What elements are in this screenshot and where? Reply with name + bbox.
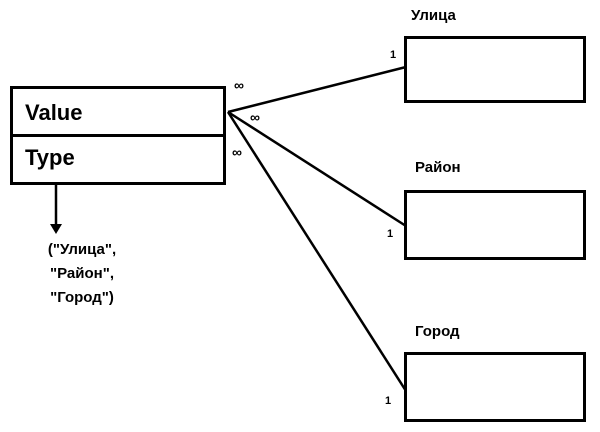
type-values-line-1: ("Улица", xyxy=(47,241,117,258)
type-values-line-3: "Город") xyxy=(50,289,114,306)
connector-city xyxy=(226,111,408,392)
entity-box-district xyxy=(404,190,586,260)
multiplicity-one-district: 1 xyxy=(387,228,394,240)
multiplicity-many-district: ∞ xyxy=(250,109,260,125)
type-arrow-head xyxy=(50,224,62,234)
entity-box-city xyxy=(404,352,586,422)
multiplicity-many-city: ∞ xyxy=(232,144,242,160)
multiplicity-one-street: 1 xyxy=(390,49,397,61)
connector-street xyxy=(227,65,407,114)
entity-title-district: Район xyxy=(415,159,461,176)
connector-district xyxy=(227,110,407,228)
entity-title-street: Улица xyxy=(411,7,456,24)
entity-box-street xyxy=(404,36,586,103)
field-type: Type xyxy=(25,145,75,170)
type-values-note: ("Улица", "Район", "Город") xyxy=(22,238,142,310)
field-value: Value xyxy=(13,89,223,137)
multiplicity-many-street: ∞ xyxy=(234,77,244,93)
multiplicity-one-city: 1 xyxy=(385,395,392,407)
main-entity-box: Value Type xyxy=(10,86,226,185)
type-values-line-2: "Район", xyxy=(50,265,114,282)
entity-title-city: Город xyxy=(415,323,460,340)
